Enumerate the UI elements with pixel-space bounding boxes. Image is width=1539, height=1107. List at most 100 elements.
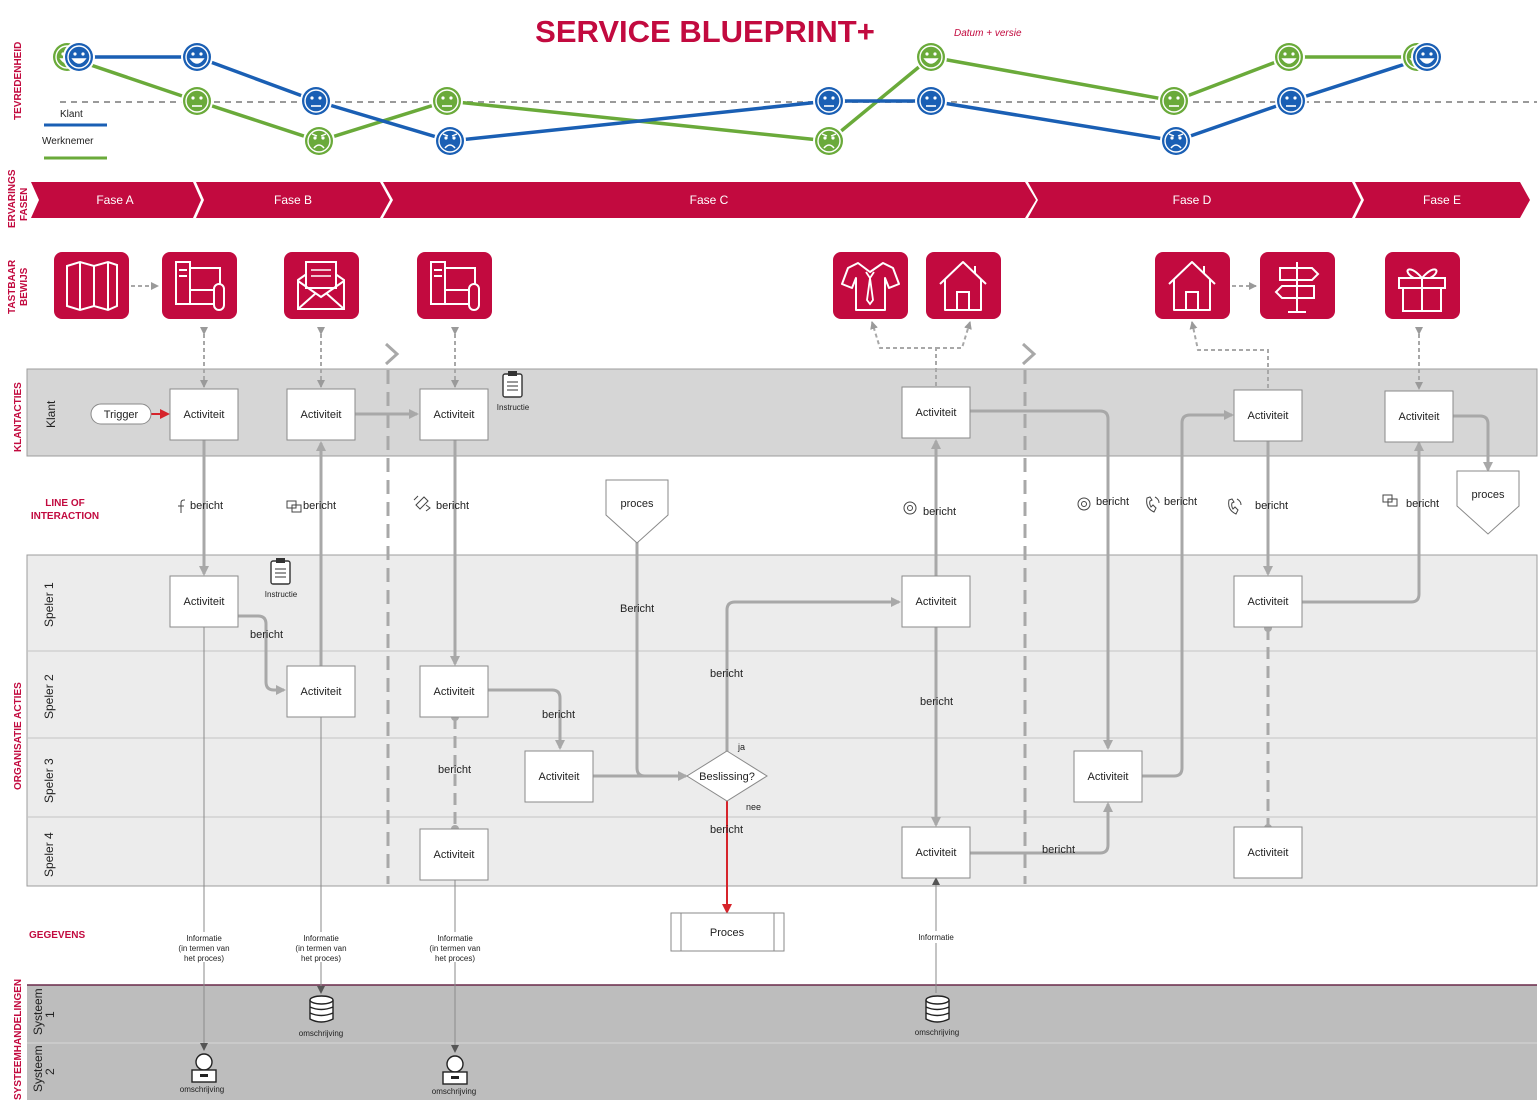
svg-text:Activiteit: Activiteit	[1399, 411, 1440, 423]
row-label-klantacties: KLANTACTIES	[13, 382, 24, 452]
lane-label-systeem-2-num: 2	[43, 1068, 57, 1075]
message-label-13: bericht	[1164, 496, 1197, 508]
message-label-7: bericht	[710, 668, 743, 680]
activity-box-speler3-1: Activiteit	[524, 750, 594, 803]
activity-box-speler4-1: Activiteit	[419, 828, 489, 881]
svg-text:proces: proces	[1471, 489, 1505, 501]
svg-text:Informatie: Informatie	[437, 934, 473, 943]
at-icon	[903, 501, 917, 515]
activity-box-speler1-2: Activiteit	[901, 575, 971, 628]
werknemer-sad-face-icon	[303, 125, 335, 157]
klant-happy-face-icon	[63, 41, 95, 73]
klant-happy-face-icon	[181, 41, 213, 73]
message-label-6: Bericht	[620, 603, 654, 615]
activity-box-speler2-2: Activiteit	[419, 665, 489, 718]
database-icon	[309, 995, 334, 1023]
row-label-bewijs: BEWIJS	[19, 267, 30, 306]
row-label-ervarings: ERVARINGS	[7, 169, 18, 228]
phase-e-chevron	[1355, 182, 1530, 218]
svg-text:proces: proces	[620, 498, 654, 510]
phase-d-label: Fase D	[1173, 193, 1212, 207]
informatie-label-3: Informatie	[906, 931, 966, 943]
message-label-15: bericht	[1406, 498, 1439, 510]
lane-label-klant: Klant	[44, 400, 58, 428]
flow-connectors	[199, 409, 1493, 855]
page-title: SERVICE BLUEPRINT+	[535, 14, 875, 49]
message-label-8: bericht	[710, 824, 743, 836]
svg-text:het proces): het proces)	[301, 954, 341, 963]
instructie-label: Instructie	[497, 403, 530, 412]
werknemer-happy-face-icon	[915, 41, 947, 73]
row-label-organisatie-acties: ORGANISATIE ACTIES	[13, 682, 24, 790]
computer-icon	[162, 252, 237, 319]
svg-text:Activiteit: Activiteit	[916, 596, 957, 608]
svg-text:Trigger: Trigger	[104, 409, 139, 421]
row-label-line-of: LINE OF	[45, 498, 84, 509]
lane-organisatie-bg	[26, 554, 1538, 887]
phase-band: Fase A Fase B Fase C Fase D Fase E	[31, 182, 1530, 218]
subtitle-date-version: Datum + versie	[954, 28, 1022, 39]
message-label-12: bericht	[1096, 496, 1129, 508]
activity-box-speler1-1: Activiteit	[169, 575, 239, 628]
svg-text:het proces): het proces)	[435, 954, 475, 963]
message-label-9: bericht	[923, 506, 956, 518]
svg-text:Activiteit: Activiteit	[301, 686, 342, 698]
klant-happy-face-icon	[1411, 41, 1443, 73]
clipboard-icon	[502, 371, 523, 398]
svg-text:Activiteit: Activiteit	[434, 686, 475, 698]
satisfaction-lines	[66, 55, 1428, 143]
activity-box-klant-4: Activiteit	[901, 386, 971, 439]
svg-text:Activiteit: Activiteit	[434, 409, 475, 421]
message-label-10: bericht	[920, 696, 953, 708]
map-icon	[54, 252, 129, 319]
svg-text:Activiteit: Activiteit	[184, 596, 225, 608]
phase-separators	[384, 342, 1037, 884]
klant-neutral-face-icon	[1275, 85, 1307, 117]
chat-icon	[286, 500, 302, 513]
klant-sad-face-icon	[1160, 125, 1192, 157]
decision-no-label: nee	[746, 802, 761, 812]
proces-shape-pentagon-end: proces	[1456, 470, 1520, 535]
legend-werknemer-label: Werknemer	[42, 136, 94, 147]
lane-label-systeem-2: Systeem	[31, 1045, 45, 1092]
row-label-tastbaar: TASTBAAR	[7, 259, 18, 314]
phase-e-label: Fase E	[1423, 193, 1461, 207]
werknemer-neutral-face-icon	[431, 85, 463, 117]
clipboard-icon	[270, 558, 291, 585]
svg-text:Activiteit: Activiteit	[184, 409, 225, 421]
computer-icon	[417, 252, 492, 319]
omschrijving-label: omschrijving	[180, 1085, 224, 1094]
database-icon	[925, 995, 950, 1023]
svg-text:Activiteit: Activiteit	[1248, 410, 1289, 422]
lane-label-systeem-1-num: 1	[43, 1011, 57, 1018]
user-terminal-icon	[442, 1055, 468, 1085]
werknemer-happy-face-icon	[1273, 41, 1305, 73]
legend-klant-label: Klant	[60, 109, 83, 120]
shirt-icon	[833, 252, 908, 319]
signpost-icon	[1260, 252, 1335, 319]
activity-box-speler4-3: Activiteit	[1233, 826, 1303, 879]
werknemer-neutral-face-icon	[1158, 85, 1190, 117]
channel-icons	[178, 494, 1398, 515]
werknemer-neutral-face-icon	[181, 85, 213, 117]
svg-text:Informatie: Informatie	[186, 934, 222, 943]
svg-text:Activiteit: Activiteit	[916, 847, 957, 859]
row-label-gegevens: GEGEVENS	[29, 930, 85, 941]
lane-label-speler-1: Speler 1	[42, 582, 56, 627]
omschrijving-label: omschrijving	[432, 1087, 476, 1096]
lane-label-speler-3: Speler 3	[42, 758, 56, 803]
lane-label-systeem-1: Systeem	[31, 988, 45, 1035]
lane-label-speler-4: Speler 4	[42, 832, 56, 877]
activity-box-speler1-3: Activiteit	[1233, 575, 1303, 628]
message-label-5: bericht	[438, 764, 471, 776]
activity-box-klant-6: Activiteit	[1384, 390, 1454, 443]
activity-box-klant-5: Activiteit	[1233, 389, 1303, 442]
omschrijving-label: omschrijving	[299, 1029, 343, 1038]
werknemer-sad-face-icon	[813, 125, 845, 157]
chat-icon	[1382, 494, 1398, 507]
klant-neutral-face-icon	[915, 85, 947, 117]
decision-yes-label: ja	[737, 742, 745, 752]
svg-text:Informatie: Informatie	[918, 933, 954, 942]
